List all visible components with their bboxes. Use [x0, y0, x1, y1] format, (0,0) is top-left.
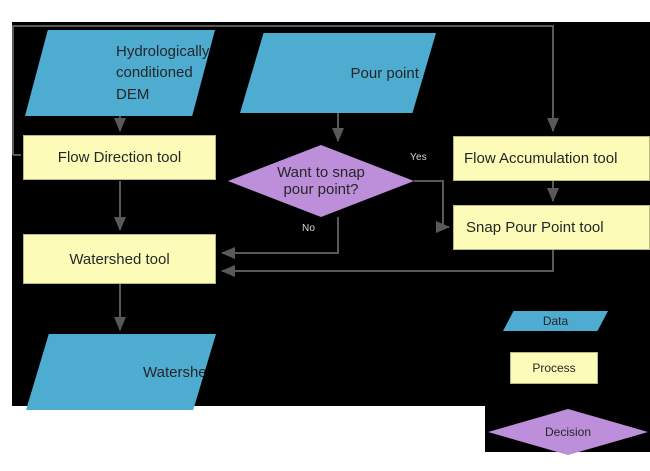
node-snap-pour-point-tool[interactable]: Snap Pour Point tool	[453, 205, 650, 250]
node-watershed[interactable]: Watershed	[26, 334, 216, 410]
legend-process-shape: Process	[510, 352, 598, 384]
node-watershed-tool[interactable]: Watershed tool	[23, 234, 216, 284]
node-pour-point[interactable]: Pour point	[240, 33, 436, 113]
node-flow-direction-tool[interactable]: Flow Direction tool	[23, 135, 216, 180]
node-flow-accumulation-tool[interactable]: Flow Accumulation tool	[453, 136, 650, 181]
edge-label-no: No	[302, 223, 316, 234]
legend-data-shape: Data	[503, 311, 608, 331]
node-hydrologically-conditioned-dem[interactable]: Hydrologically conditioned DEM	[25, 30, 215, 116]
edge-label-yes: Yes	[410, 152, 427, 163]
